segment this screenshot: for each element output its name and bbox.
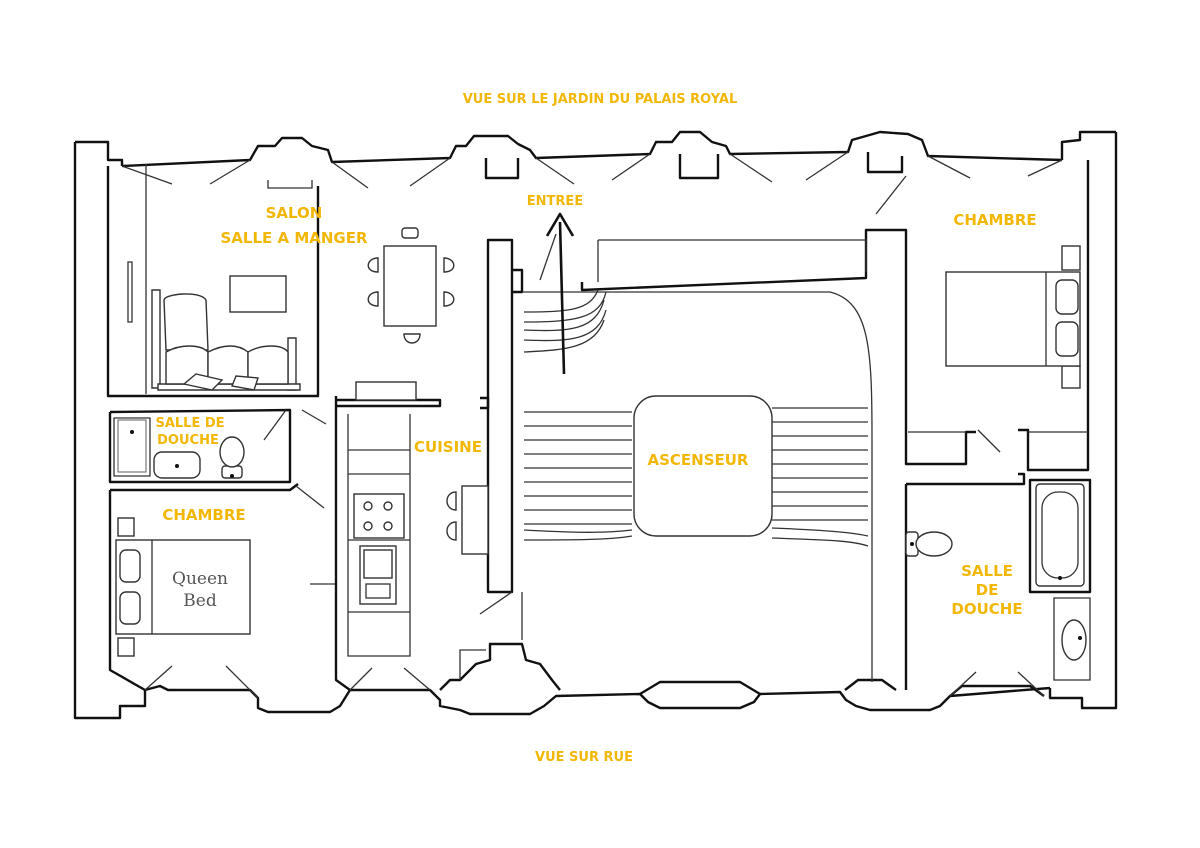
stool-icon — [446, 521, 457, 541]
toilet-icon — [219, 436, 245, 479]
bathtub — [1035, 483, 1085, 587]
label-shower-right-1: SALLE — [961, 562, 1013, 580]
entrance-arrow-icon — [545, 212, 575, 375]
label-entrance: ENTREE — [527, 194, 583, 209]
left-bedroom-furniture: Queen Bed — [115, 517, 251, 657]
right-bedroom-furniture — [945, 245, 1081, 389]
interior-walls — [106, 160, 1092, 692]
label-living-room: SALON — [266, 204, 323, 222]
pillow — [1055, 279, 1079, 315]
sofa-icon — [151, 289, 301, 391]
pillow — [1055, 321, 1079, 357]
living-room-furniture — [151, 227, 455, 391]
nightstand — [1061, 365, 1081, 389]
label-shower-right-2: DE — [976, 581, 999, 599]
staircase — [523, 289, 869, 547]
chair-icon — [367, 257, 379, 273]
pillow — [119, 549, 141, 583]
label-dining-room: SALLE A MANGER — [220, 229, 367, 247]
label-street-view: VUE SUR RUE — [535, 750, 633, 765]
bar-counter — [461, 485, 489, 555]
bed-label-bed: Bed — [183, 591, 217, 611]
nightstand — [117, 517, 135, 537]
cooktop-icon — [353, 493, 405, 539]
toilet-icon — [905, 531, 953, 557]
label-garden-view: VUE SUR LE JARDIN DU PALAIS ROYAL — [463, 92, 738, 107]
coffee-table — [229, 275, 287, 313]
label-bedroom-left: CHAMBRE — [162, 506, 245, 524]
label-bedroom-right: CHAMBRE — [953, 211, 1036, 229]
tableware-icon — [401, 227, 419, 239]
elevator-shaft — [633, 395, 773, 537]
chair-icon — [443, 291, 455, 307]
label-shower-left-1: SALLE DE — [155, 416, 224, 431]
shower-tray — [117, 419, 147, 473]
chair-icon — [403, 333, 421, 344]
nightstand — [117, 637, 135, 657]
bed-label-queen: Queen — [172, 569, 228, 589]
label-elevator: ASCENSEUR — [647, 451, 748, 469]
sink-icon — [1061, 619, 1087, 661]
label-shower-left-2: DOUCHE — [157, 433, 219, 448]
right-shower-fixtures — [905, 483, 1087, 661]
kitchen-hood — [355, 381, 417, 401]
oven-icon — [359, 545, 397, 605]
nightstand — [1061, 245, 1081, 271]
label-shower-right-3: DOUCHE — [951, 600, 1022, 618]
pillow — [119, 591, 141, 625]
left-shower-fixtures — [117, 419, 245, 479]
label-kitchen: CUISINE — [414, 438, 482, 456]
chair-icon — [443, 257, 455, 273]
room-labels: VUE SUR LE JARDIN DU PALAIS ROYAL VUE SU… — [155, 92, 1036, 765]
window-lines — [121, 151, 1063, 699]
stool-icon — [446, 491, 457, 511]
chair-icon — [367, 291, 379, 307]
kitchen-fixtures — [348, 381, 489, 613]
dining-table — [383, 245, 437, 327]
